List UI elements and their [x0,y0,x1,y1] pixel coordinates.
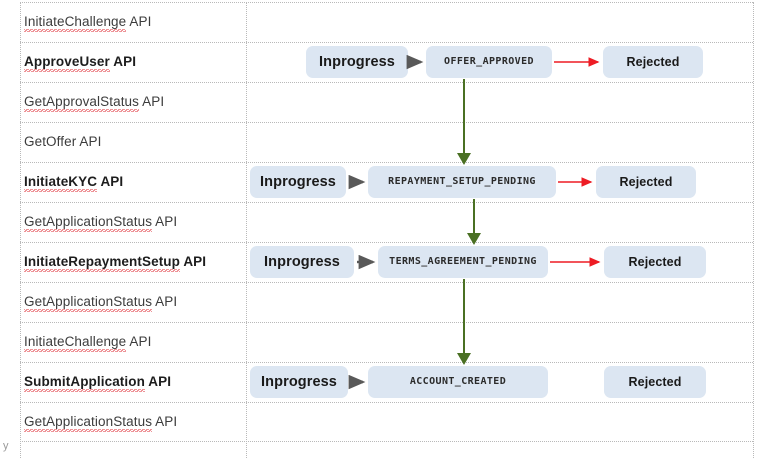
node-rejected-label: Rejected [619,174,673,189]
api-label: InitiateChallenge API [24,14,152,32]
node-state-label: OFFER_APPROVED [444,56,534,67]
api-label: InitiateKYC API [24,174,124,192]
api-label: GetApplicationStatus API [24,294,178,312]
node-state[interactable]: TERMS_AGREEMENT_PENDING [378,246,548,278]
grid-row [20,282,753,322]
api-label: GetApprovalStatus API [24,94,165,112]
node-rejected[interactable]: Rejected [604,246,706,278]
node-rejected-label: Rejected [626,54,680,69]
grid-row [20,402,753,442]
api-name-spellchecked: GetApplicationStatus [24,414,153,432]
api-label: GetOffer API [24,134,102,149]
node-state[interactable]: OFFER_APPROVED [426,46,552,78]
api-label: SubmitApplication API [24,374,172,392]
node-inprogress-label: Inprogress [264,253,340,270]
node-rejected-label: Rejected [628,374,682,389]
node-state-label: ACCOUNT_CREATED [409,376,507,387]
api-label: InitiateRepaymentSetup API [24,254,207,272]
grid-row [20,202,753,242]
node-inprogress[interactable]: Inprogress [250,246,354,278]
node-rejected[interactable]: Rejected [596,166,696,198]
api-name-spellchecked: GetApplicationStatus [24,214,153,232]
grid-row [20,162,753,202]
api-label: GetApplicationStatus API [24,414,178,432]
node-rejected[interactable]: Rejected [604,366,706,398]
grid-row [20,242,753,282]
grid-row [20,82,753,122]
api-name-spellchecked: InitiateRepaymentSetup [24,254,180,272]
node-inprogress-label: Inprogress [261,373,337,390]
grid-row [20,362,753,402]
node-state[interactable]: ACCOUNT_CREATED [368,366,548,398]
grid-row [20,122,753,162]
api-name-spellchecked: GetApprovalStatus [24,94,140,112]
grid-divider-middle [246,2,247,458]
node-inprogress[interactable]: Inprogress [250,166,346,198]
node-rejected-label: Rejected [628,254,682,269]
node-inprogress[interactable]: Inprogress [250,366,348,398]
api-name-spellchecked: SubmitApplication [24,374,145,392]
api-label: GetApplicationStatus API [24,214,178,232]
grid-row [20,2,753,42]
grid-row [20,322,753,362]
api-name-spellchecked: GetApplicationStatus [24,294,153,312]
api-name-spellchecked: ApproveUser [24,54,110,72]
node-inprogress[interactable]: Inprogress [306,46,408,78]
api-label: ApproveUser API [24,54,137,72]
api-label: InitiateChallenge API [24,334,152,352]
node-inprogress-label: Inprogress [319,53,395,70]
node-rejected[interactable]: Rejected [603,46,703,78]
corner-text-artifact: y [3,440,9,452]
node-state-label: REPAYMENT_SETUP_PENDING [388,176,536,187]
node-state-label: TERMS_AGREEMENT_PENDING [389,256,537,267]
grid-row [20,42,753,82]
api-name-spellchecked: InitiateKYC [24,174,98,192]
api-name-spellchecked: InitiateChallenge [24,334,127,352]
api-name-spellchecked: InitiateChallenge [24,14,127,32]
grid-divider-right [753,2,754,458]
node-state[interactable]: REPAYMENT_SETUP_PENDING [368,166,556,198]
node-inprogress-label: Inprogress [260,173,336,190]
grid-divider-left [20,2,21,458]
